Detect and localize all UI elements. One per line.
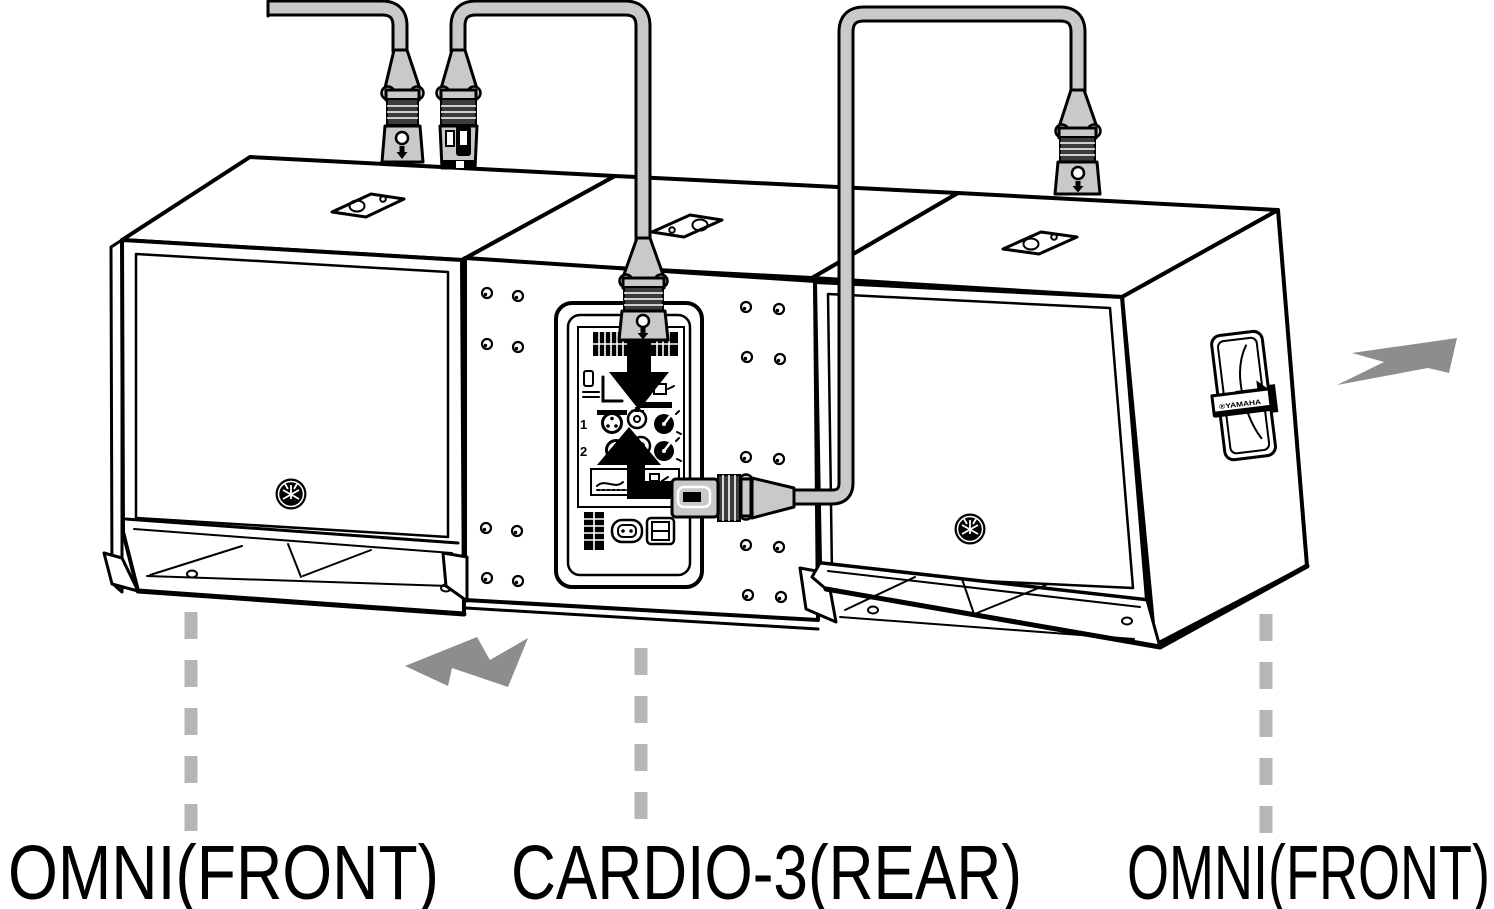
side-handle: ®YAMAHA <box>1210 329 1279 462</box>
down-arrow-icon <box>1072 181 1084 193</box>
xlr-connector-plugged-side <box>670 473 796 522</box>
latch-hole <box>1070 165 1086 181</box>
xlr-connector-hanging-right <box>1053 88 1102 196</box>
sound-direction-arrows <box>405 338 1457 687</box>
corner-icon <box>601 375 624 403</box>
mode-labels: OMNI(FRONT) CARDIO-3(REAR) OMNI(FRONT) <box>8 830 1490 909</box>
handle-grip-bar: ®YAMAHA <box>1210 384 1279 418</box>
xlr-input-1 <box>601 412 623 434</box>
vent-top-edge <box>124 517 460 545</box>
screw-slots <box>482 292 782 601</box>
xlr-connector-plugged-top <box>617 236 670 342</box>
input-1-label: 1 <box>580 417 587 432</box>
label-omni-front-right: OMNI(FRONT) <box>1127 830 1490 909</box>
corner-foot <box>441 551 469 603</box>
position-marker-lines <box>184 612 1273 836</box>
label-cardio-rear: CARDIO-3(REAR) <box>511 830 1022 909</box>
plug-in-down-arrow-icon <box>609 333 669 410</box>
latch-hole <box>394 130 410 146</box>
latch-tab <box>683 492 701 502</box>
latch-hole <box>635 313 651 329</box>
down-arrow-icon <box>396 146 408 159</box>
ac-inlet <box>610 518 644 544</box>
cable-right <box>792 5 1087 506</box>
cable-center <box>449 0 652 240</box>
right-subwoofer-front: ®YAMAHA <box>798 191 1310 650</box>
xlr-connector-hanging-left <box>380 48 425 164</box>
pole-socket-plate <box>330 192 406 219</box>
power-switch <box>645 516 676 546</box>
xlr-thru-1 <box>626 407 648 430</box>
label-omni-front-left: OMNI(FRONT) <box>8 830 439 909</box>
rear-panel-screws <box>479 286 788 604</box>
yamaha-logo-icon <box>275 478 307 510</box>
pole-socket-plate <box>650 213 724 239</box>
rear-direction-arrow-icon <box>405 637 528 687</box>
front-direction-arrow-icon <box>1337 338 1457 385</box>
speaker-mode-icon <box>582 370 600 398</box>
foot-hole <box>867 605 879 615</box>
input-2-label: 2 <box>580 444 587 459</box>
left-subwoofer-front <box>102 155 617 617</box>
plug-in-up-arrow-icon <box>597 427 678 499</box>
level-knob-2 <box>654 437 682 462</box>
xlr-cables <box>266 0 1102 522</box>
pole-socket-plate <box>1001 230 1079 256</box>
center-subwoofer-rear: 1 2 <box>441 174 960 631</box>
cable-left <box>266 0 409 52</box>
down-arrow-icon <box>637 328 649 340</box>
yamaha-logo-icon <box>954 513 986 545</box>
label-bar <box>638 402 672 408</box>
foot-hole <box>186 569 198 579</box>
power-section <box>584 512 676 550</box>
xlr-connector-hanging-latch <box>435 48 482 170</box>
level-knob-1 <box>654 410 682 435</box>
foot-hole <box>1121 616 1133 626</box>
